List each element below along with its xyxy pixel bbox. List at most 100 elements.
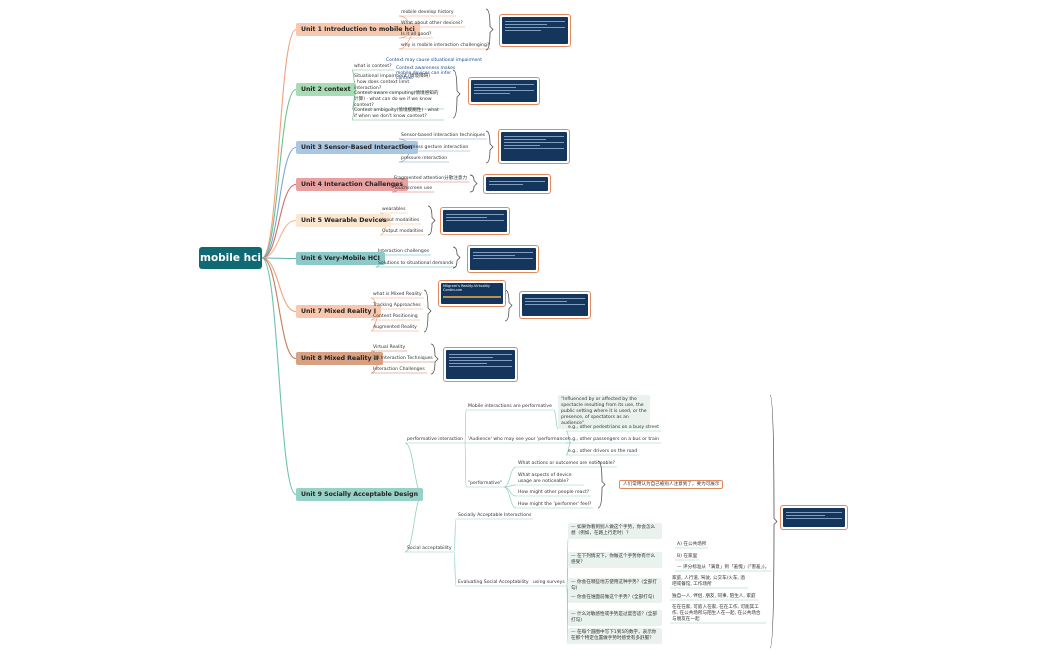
unit8-item[interactable]: 3D Interaction Techniques — [373, 356, 433, 361]
summary-bracket — [485, 8, 494, 51]
sub-link — [566, 585, 569, 645]
audience-item[interactable]: e.g., other passengers on a bus or train — [568, 437, 660, 442]
unit-7-node[interactable]: Unit 7 Mixed Reality I — [296, 305, 381, 318]
unit5-item[interactable]: wearables — [382, 207, 406, 212]
unit-8-node[interactable]: Unit 8 Mixed Reality II — [296, 352, 384, 365]
unit1-item[interactable]: What about other devices? — [401, 21, 463, 26]
unit3-item[interactable]: Touchless gesture interaction — [401, 145, 469, 150]
unit7-item[interactable]: Tracking Approaches — [373, 303, 421, 308]
where-answer[interactable]: 家庭, 人行道, 驾驶, 公交车/火车, 酒吧或餐馆, 工作场所 — [672, 576, 745, 587]
audience-item[interactable]: e.g., other drivers on the road — [568, 449, 638, 454]
root-node[interactable]: mobile hci — [199, 247, 262, 269]
perf-item[interactable]: What aspects of device usage are noticea… — [518, 473, 572, 484]
unit2-slide-thumbnail[interactable] — [468, 77, 540, 105]
unit3-item[interactable]: pressure interaction — [401, 156, 448, 161]
unit1-item[interactable]: mobile develop history — [401, 10, 454, 15]
unit3-item[interactable]: Sensor-based interaction techniques — [401, 133, 486, 138]
survey-item[interactable]: — 什么对敏感性或手势是过度否适？(全部打勾) — [568, 610, 662, 626]
who-answer[interactable]: 独自一人, 伴侣, 朋友, 同事, 陌生人, 家庭 — [672, 594, 756, 599]
unit1-item[interactable]: why is mobile interaction challenging? — [401, 43, 490, 48]
unit4-item[interactable]: Fragmented attention分散注意力 — [394, 176, 468, 181]
perf-item[interactable]: How might the 'performer' feel? — [518, 502, 592, 507]
unit8-item[interactable]: Virtual Reality — [373, 345, 406, 350]
evaluating-social[interactable]: Evaluating Social Acceptability — [458, 580, 529, 585]
root-to-unit-link — [261, 257, 297, 360]
unit7-thumb-title: Milgram's Reality-Virtuality Continuum — [443, 284, 490, 292]
summary-bracket — [597, 460, 606, 509]
unit2-item[interactable]: Situational impairment (情境障碍) · how does… — [354, 74, 431, 91]
summary-bracket — [423, 289, 432, 333]
sub-link — [565, 442, 572, 456]
unit-1-node[interactable]: Unit 1 Introduction to mobile hci — [296, 23, 420, 36]
root-to-unit-link — [261, 257, 297, 313]
sub-link — [503, 486, 517, 509]
unit-6-node[interactable]: Unit 6 Very-Mobile HCI — [296, 252, 385, 265]
unit7-slide-thumbnail-a[interactable]: Milgram's Reality-Virtuality Continuum — [438, 280, 506, 307]
unit-9-node[interactable]: Unit 9 Socially Acceptable Design — [296, 488, 423, 501]
perf-note: 人们常用认为自己被别人注意到了，要为可展示 — [619, 480, 724, 489]
perf-item[interactable]: What actions or outcomes are noticeable? — [518, 461, 616, 466]
survey-item[interactable]: — 如果你看到别人做这个手势，你会怎么想（例如，在路上行走时）？ — [568, 523, 662, 539]
summary-bracket — [485, 130, 494, 164]
unit2-item[interactable]: Context ambiguity(情境模糊性) · what if when … — [354, 108, 439, 119]
audience-node[interactable]: 'Audience' who may see your 'performance… — [468, 437, 569, 442]
why-answer[interactable]: 在在在家, 可嵌入在家, 在在工作, 可能其工作, 在公共场所与陌生人在一起, … — [672, 605, 761, 622]
unit2-item[interactable]: Context-aware computing(情境感知的计算) · what … — [354, 91, 439, 108]
feel-item[interactable]: A) 在公共场所 — [677, 542, 707, 547]
feel-item[interactable]: B) 在家里 — [677, 554, 698, 559]
feel-item[interactable]: — 评分标准从「满意」到「羞愧」(「害羞」)。 — [677, 565, 770, 570]
social-acceptability[interactable]: Social acceptability — [407, 546, 452, 551]
survey-item[interactable]: — 你会在谁面前做这个手势？(全部打勾) — [568, 593, 662, 603]
unit2-item[interactable]: what is context? — [354, 64, 392, 69]
root-to-unit-link — [261, 257, 297, 496]
survey-item[interactable]: — 在下列情况下，你做这个手势你有什么感受？ — [568, 552, 662, 568]
unit4-slide-thumbnail[interactable] — [483, 174, 551, 194]
using-surveys[interactable]: using surveys — [533, 580, 565, 585]
sub-link — [464, 409, 467, 444]
unit-5-node[interactable]: Unit 5 Wearable Devices — [296, 214, 392, 227]
performative-question[interactable]: "performative" — [468, 481, 503, 486]
unit9-slide-thumbnail[interactable] — [780, 505, 848, 530]
audience-item[interactable]: e.g., other pedestrians on a busy street — [568, 425, 659, 430]
performative-interaction[interactable]: performative interaction — [407, 437, 464, 442]
unit-2-node[interactable]: Unit 2 context — [296, 83, 356, 96]
summary-bracket — [504, 289, 513, 322]
unit7-slide-thumbnail-b[interactable] — [519, 291, 591, 319]
summary-bracket — [452, 69, 461, 119]
summary-bracket — [430, 343, 439, 375]
unit-3-node[interactable]: Unit 3 Sensor-Based Interaction — [296, 141, 418, 154]
sub-link — [553, 409, 559, 430]
unit5-slide-thumbnail[interactable] — [440, 207, 510, 235]
unit6-item[interactable]: Solutions to situational demands — [378, 261, 454, 266]
unit6-item[interactable]: Interaction challenges — [378, 249, 430, 254]
root-to-unit-link — [261, 88, 297, 259]
unit8-item[interactable]: Interaction Challenges — [373, 367, 425, 372]
perf-item[interactable]: How might other people react? — [518, 490, 590, 495]
unit5-item[interactable]: Output modalities — [382, 229, 424, 234]
unit7-item[interactable]: Augmented Reality — [373, 325, 417, 330]
unit2-annotation: Context may cause situational impairment — [386, 58, 482, 63]
unit1-slide-thumbnail[interactable] — [499, 14, 571, 47]
unit5-item[interactable]: Input modalities — [382, 218, 420, 223]
sub-link — [453, 551, 457, 587]
unit-4-node[interactable]: Unit 4 Interaction Challenges — [296, 178, 409, 191]
unit7-item[interactable]: what is Mixed Reality — [373, 292, 422, 297]
unit1-item[interactable]: Is it all good? — [401, 32, 432, 37]
root-to-unit-link — [261, 257, 297, 260]
survey-item[interactable]: — 你会在哪些地方使用这种手势？(全部打勾) — [568, 578, 662, 594]
survey-item[interactable]: — 在每个圆圈中写下1到5的数字，表示你在那个特定位置做手势时感觉有多舒服？ — [568, 628, 662, 644]
sub-link — [404, 494, 424, 553]
mobile-performative[interactable]: Mobile interactions are performative — [468, 404, 552, 409]
unit6-slide-thumbnail[interactable] — [467, 245, 539, 273]
unit8-slide-thumbnail[interactable] — [443, 347, 518, 382]
root-to-unit-link — [261, 219, 297, 259]
socially-acceptable-interactions[interactable]: Socially Acceptable Interactions — [458, 513, 532, 518]
sub-link — [464, 442, 467, 488]
unit3-slide-thumbnail[interactable] — [498, 129, 570, 164]
unit7-item[interactable]: Content Positioning — [373, 314, 418, 319]
sub-link — [453, 518, 457, 553]
unit4-item[interactable]: Touchscreen use — [394, 186, 433, 191]
root-to-unit-link — [261, 28, 297, 259]
sub-link — [566, 567, 569, 587]
